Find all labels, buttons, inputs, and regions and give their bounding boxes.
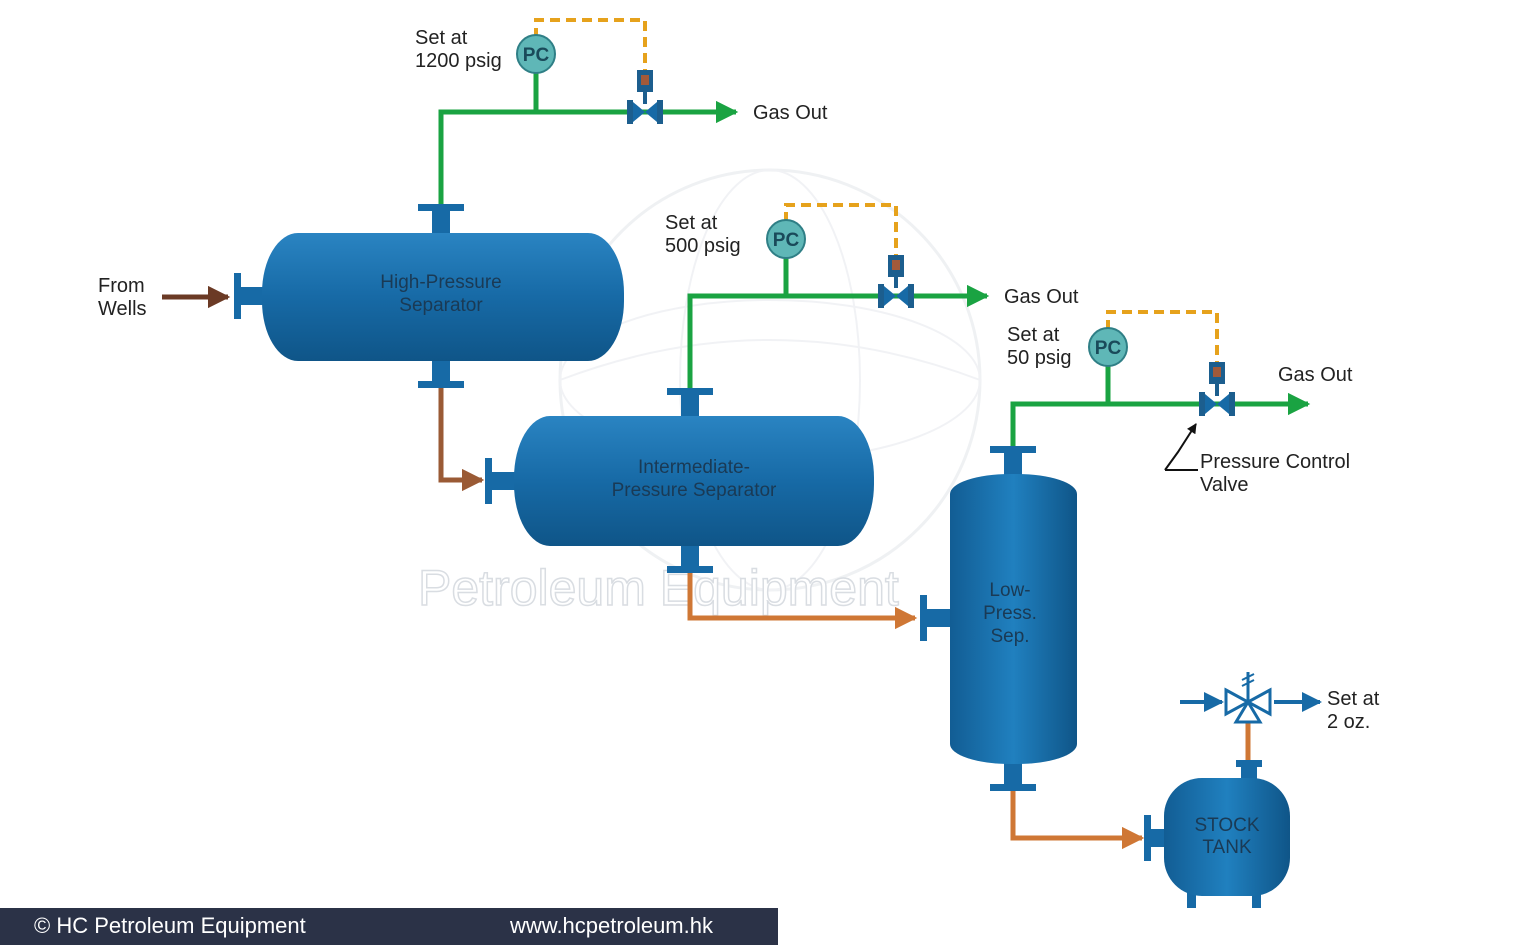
tank-vent-setpoint-line1: Set at [1327,688,1380,710]
valve-callout-line1: Pressure Control [1200,451,1350,473]
pressure-controller-1 [516,34,556,74]
footer-bar: © HC Petroleum Equipment www.hcpetroleum… [0,908,778,945]
pressure-controller-3 [1088,327,1128,367]
signal-line-2 [784,203,898,257]
liquid-line-ip-to-lp [687,568,918,630]
footer-website-link[interactable]: www.hcpetroleum.hk [510,913,713,938]
hp-separator-label-line1: High-Pressure [380,272,501,293]
valve-callout-arrow [1164,423,1197,471]
low-pressure-separator [920,446,1077,791]
tank-vent-setpoint-line2: 2 oz. [1327,711,1370,733]
control-valve-3 [1199,362,1235,416]
setpoint-2-line2: 500 psig [665,235,741,257]
gas-out-label-2: Gas Out [1004,286,1079,308]
control-valve-1 [627,70,663,124]
setpoint-1-line2: 1200 psig [415,50,502,72]
signal-line-3 [1106,310,1219,364]
gas-out-label-1: Gas Out [753,102,828,124]
stock-tank-label-line1: STOCK [1194,815,1259,836]
pc-tag-3: PC [1095,338,1122,359]
pc-tag-2: PC [773,230,800,251]
intermediate-pressure-separator [485,388,874,573]
process-flow-diagram: Petroleum Equipment [98,18,1380,908]
signal-line-1 [534,18,647,72]
high-pressure-separator [234,204,624,388]
lp-separator-label-line3: Sep. [990,626,1029,647]
ip-separator-label-line2: Pressure Separator [612,480,777,501]
gas-line-hp [438,100,739,206]
pc-tag-1: PC [523,45,550,66]
setpoint-3-line2: 50 psig [1007,347,1072,369]
stock-tank-label-line2: TANK [1202,837,1252,858]
inlet-label-line1: From [98,275,145,297]
inlet-label-line2: Wells [98,298,147,320]
tank-relief-valve [1180,672,1322,724]
hp-separator-label-line2: Separator [399,295,483,316]
valve-callout-line2: Valve [1200,474,1249,496]
gas-out-label-3: Gas Out [1278,364,1353,386]
liquid-line-hp-to-ip [438,388,485,492]
stock-tank [1144,760,1290,908]
lp-separator-label-line2: Press. [983,603,1037,624]
setpoint-2-line1: Set at [665,212,718,234]
setpoint-1-line1: Set at [415,27,468,49]
pressure-controller-2 [766,219,806,259]
setpoint-3-line1: Set at [1007,324,1060,346]
watermark-text: Petroleum Equipment [418,560,899,616]
ip-separator-label-line1: Intermediate- [638,457,750,478]
liquid-line-lp-to-tank [1010,790,1145,850]
footer-copyright: © HC Petroleum Equipment [34,913,306,938]
lp-separator-label-line1: Low- [989,580,1030,601]
gas-line-lp [1010,392,1311,448]
control-valve-2 [878,255,914,308]
